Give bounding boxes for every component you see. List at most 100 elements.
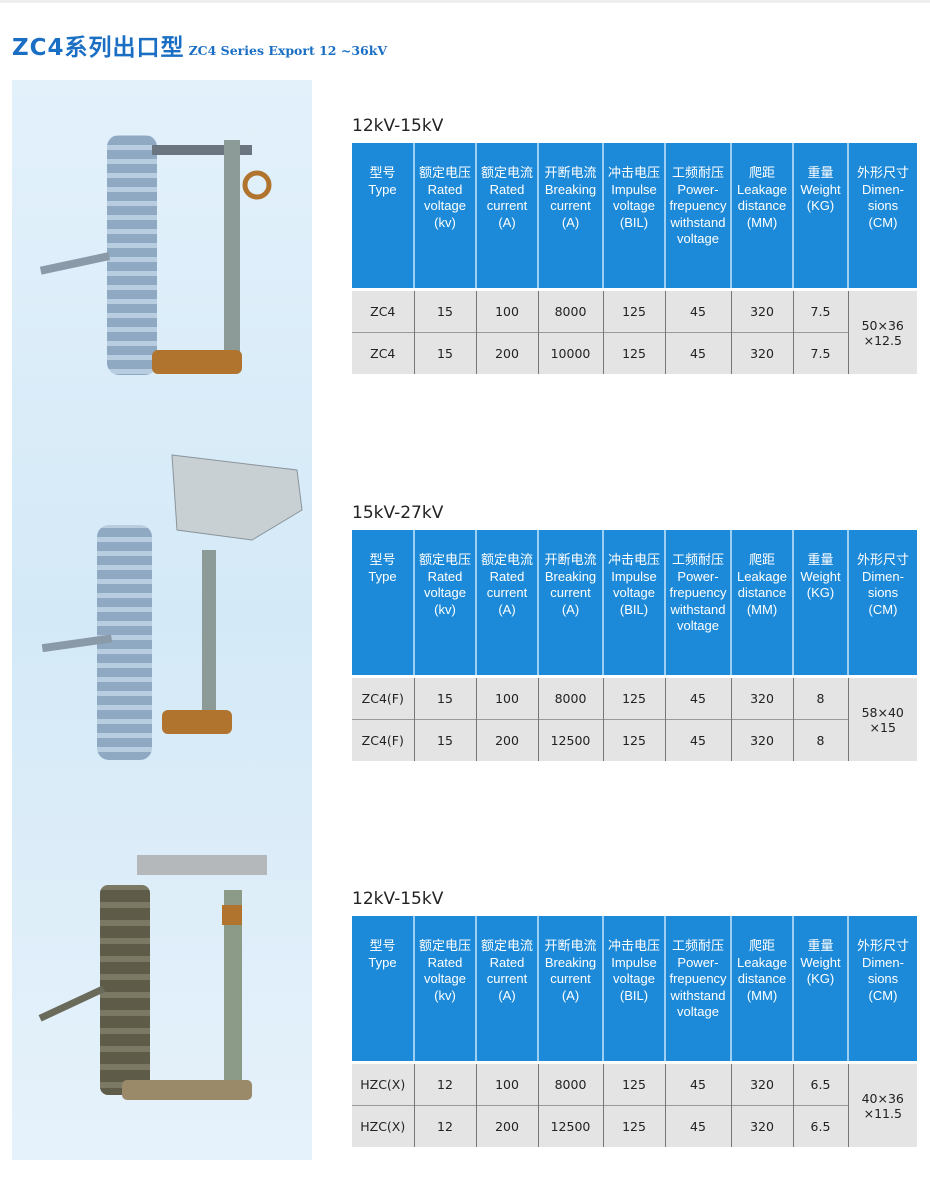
table-cell: 8 [792, 719, 848, 761]
table-cell: 100 [475, 1064, 538, 1106]
header-line: sions [867, 971, 899, 986]
header-line: Rated [489, 954, 525, 970]
table-cell: 12 [413, 1064, 476, 1106]
header-line: (A) [498, 987, 516, 1003]
header-line: 额定电流 [480, 938, 533, 953]
header-line: current [550, 585, 591, 600]
table-cell: 15 [413, 332, 476, 374]
header-line: (MM) [746, 214, 778, 230]
header-line: withstand [670, 214, 726, 230]
table-cell: 125 [602, 291, 665, 333]
header-line: current [550, 198, 591, 213]
title-cn: ZC4系列出口型 [12, 35, 185, 61]
dimensions-line: 40×36 [861, 1090, 904, 1106]
table-cell: 6.5 [792, 1105, 848, 1147]
header-line: 重量 [807, 552, 834, 567]
header-line: voltage [677, 1004, 719, 1019]
section-title-1: 12kV-15kV [352, 116, 444, 136]
header-line: frepuency [669, 971, 727, 986]
header-line: distance [737, 585, 787, 600]
header-line: (A) [561, 214, 580, 230]
header-line: Impulse [611, 181, 657, 197]
header-line: 额定电压 [418, 165, 471, 180]
header-line: withstand [670, 601, 726, 617]
header-line: Breaking [544, 954, 597, 970]
section-title-3: 12kV-15kV [352, 889, 444, 909]
header-line: voltage [424, 585, 466, 600]
header-line: (A) [498, 601, 516, 617]
table-cell: 8 [792, 678, 848, 720]
table-cell: 7.5 [792, 332, 848, 374]
header-line: current [486, 585, 528, 600]
header-line: (kv) [434, 214, 456, 230]
table-cell: HZC(X) [352, 1064, 414, 1106]
header-line: Rated [427, 568, 463, 584]
header-line: (CM) [868, 601, 898, 617]
zc4f-cutout-image [41, 454, 303, 760]
header-line: (kv) [434, 601, 456, 617]
table-cell: 125 [602, 1105, 665, 1147]
table-cell: 200 [475, 719, 538, 761]
table-cell: 12500 [537, 1105, 603, 1147]
table-cell: 320 [730, 1064, 793, 1106]
table-cell: 320 [730, 332, 793, 374]
table-cell: 7.5 [792, 291, 848, 333]
header-line: (kv) [434, 987, 456, 1003]
header-line: (CM) [868, 987, 898, 1003]
table-cell: 45 [664, 1105, 731, 1147]
header-line: current [486, 971, 528, 986]
table-cell: 12 [413, 1105, 476, 1147]
header-line: frepuency [669, 198, 727, 213]
section-title-2: 15kV-27kV [352, 503, 444, 523]
header-line: withstand [670, 987, 726, 1003]
header-line: Rated [427, 954, 463, 970]
header-line: Rated [489, 568, 525, 584]
header-line: Impulse [611, 568, 657, 584]
header-line: (KG) [806, 198, 835, 213]
table-cell: 45 [664, 332, 731, 374]
header-line: 额定电流 [480, 165, 533, 180]
table-cell: ZC4(F) [352, 719, 414, 761]
header-line: voltage [613, 198, 655, 213]
header-line: 工频耐压 [671, 552, 724, 567]
header-line: Weight [800, 954, 841, 970]
header-line: Dimen- [862, 181, 904, 197]
header-line: current [550, 971, 591, 986]
header-line: Leakage [737, 954, 787, 970]
header-line: Breaking [544, 181, 597, 197]
table-cell: 125 [602, 719, 665, 761]
header-line: 外形尺寸 [856, 938, 909, 953]
table-cell: 45 [664, 678, 731, 720]
table-cell: 8000 [537, 291, 603, 333]
header-line: 型号 [369, 165, 396, 180]
header-line: current [486, 198, 528, 213]
zc4-cutout-image [39, 135, 272, 375]
table-cell: 320 [730, 1105, 793, 1147]
header-line: (KG) [806, 585, 835, 600]
table-cell: 10000 [537, 332, 603, 374]
header-line: 工频耐压 [671, 938, 724, 953]
header-line: (A) [561, 601, 580, 617]
table-cell: 12500 [537, 719, 603, 761]
header-line: voltage [677, 618, 719, 633]
table-cell: 200 [475, 1105, 538, 1147]
header-line: 额定电压 [418, 552, 471, 567]
